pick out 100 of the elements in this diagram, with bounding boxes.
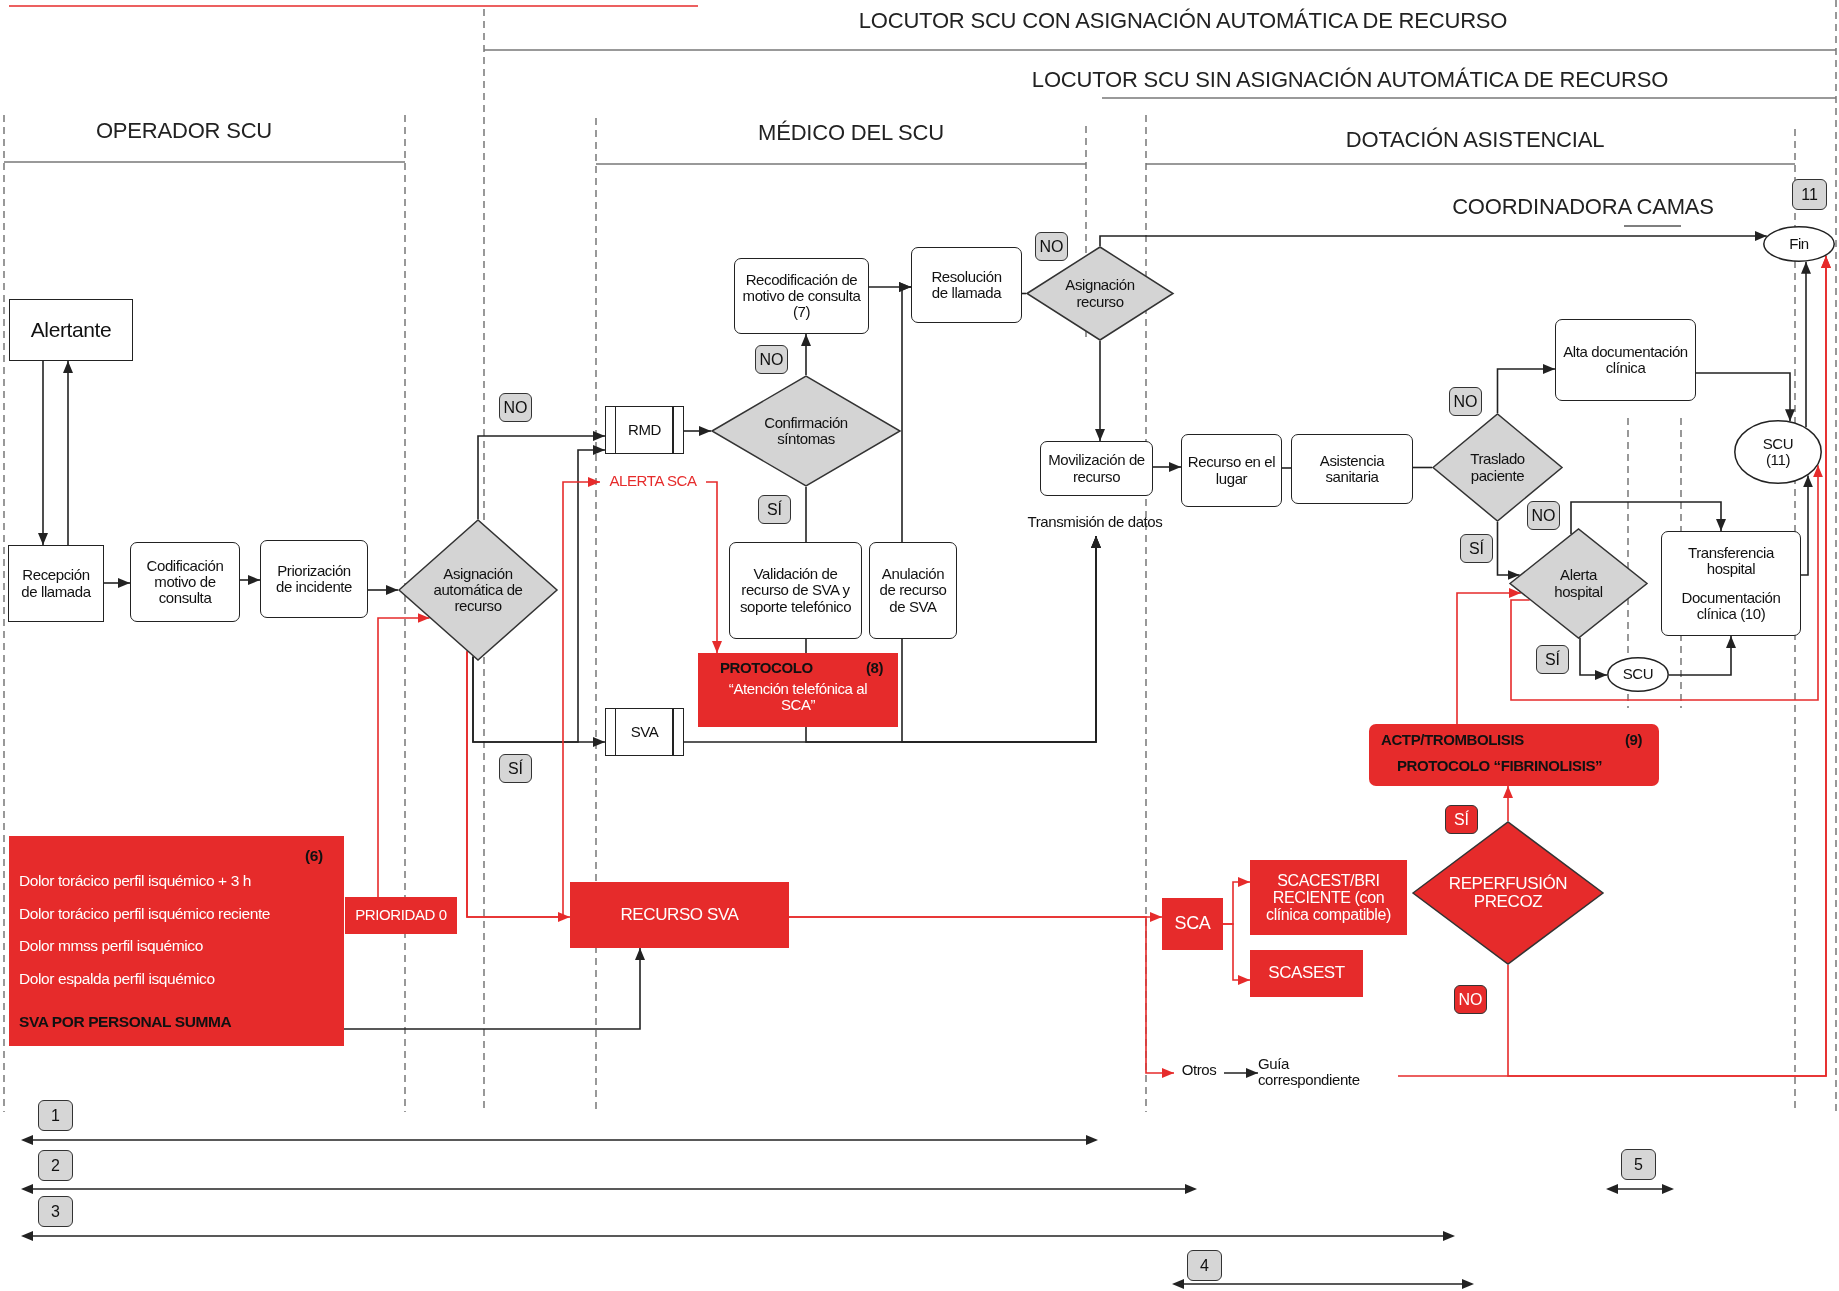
highlight-box <box>570 882 789 948</box>
edge-label: SÍ <box>1536 645 1569 674</box>
highlight-box <box>1369 724 1659 786</box>
box-text: (8) <box>866 660 884 677</box>
box-text: SVA POR PERSONAL SUMMA <box>19 1014 232 1031</box>
connector <box>805 486 807 543</box>
box-text: Resolución de llamada <box>930 268 1003 302</box>
arrow <box>377 613 431 898</box>
arrow <box>683 426 712 436</box>
connector <box>1412 466 1433 469</box>
callout-number: 11 <box>1792 179 1827 210</box>
highlight-box <box>9 836 344 1046</box>
arrow <box>103 578 131 588</box>
arrow <box>899 282 912 543</box>
process-box <box>729 542 862 639</box>
flow-label: Guía correspondiente <box>1258 1056 1378 1098</box>
edge-label: NO <box>1035 232 1068 261</box>
box-text: Recepción de llamada <box>20 567 92 600</box>
flow-label: Transmisión de datos <box>1005 514 1185 536</box>
box-text: Documentación clínica (10) <box>1680 589 1782 622</box>
box-text: Asignación automática de recurso <box>432 565 524 615</box>
box-text: PROTOCOLO “FIBRINOLISIS” <box>1397 758 1603 775</box>
box-text: Dolor torácico perfil isquémico reciente <box>19 906 271 923</box>
arrow <box>1668 635 1736 676</box>
arrow <box>1222 923 1251 985</box>
box-text: SVA <box>630 723 659 741</box>
box-text: Validación de recurso de SVA y soporte telefónico <box>738 566 853 615</box>
arrow <box>343 947 645 1030</box>
arrow <box>1397 255 1831 1077</box>
arrow <box>705 481 722 654</box>
lane-heading: COORDINADORA CAMAS <box>1452 194 1714 220</box>
box-text: SCU (11) <box>1761 435 1795 469</box>
arrow <box>38 360 48 546</box>
arrow <box>239 575 261 585</box>
lane-heading: MÉDICO DEL SCU <box>758 120 944 146</box>
callout-number: 1 <box>38 1100 73 1131</box>
edge-label: SÍ <box>1445 805 1478 834</box>
box-text: SCASEST <box>1268 964 1345 983</box>
lane-heading: DOTACIÓN ASISTENCIAL <box>1345 127 1605 153</box>
box-text: Asistencia sanitaria <box>1318 452 1386 486</box>
box-text: Alertante <box>30 318 112 342</box>
process-box <box>911 247 1022 323</box>
process-box <box>260 540 368 618</box>
process-box <box>1555 319 1696 401</box>
box-text: RECURSO SVA <box>620 905 739 925</box>
highlight-box <box>1250 860 1407 935</box>
box-text: SCU <box>1622 666 1654 683</box>
arrow <box>472 445 606 743</box>
arrow <box>477 431 606 520</box>
arrow <box>1579 637 1608 680</box>
process-box <box>1291 434 1413 504</box>
box-text: Asignación recurso <box>1064 277 1136 310</box>
arrow <box>1456 588 1522 725</box>
process-box <box>9 299 133 361</box>
box-text: (6) <box>305 848 323 865</box>
edge-label: NO <box>755 345 788 374</box>
box-text: SCACEST/BRI RECIENTE (con clínica compatible) <box>1265 871 1392 924</box>
process-box <box>8 545 104 622</box>
box-text: RMD <box>628 421 661 439</box>
edge-label: NO <box>1454 985 1487 1014</box>
edge-label: NO <box>1527 501 1560 530</box>
edge-label: NO <box>499 393 532 422</box>
box-text: Dolor torácico perfil isquémico + 3 h <box>19 873 252 890</box>
arrow <box>367 585 399 595</box>
box-text: Alta documentación clínica <box>1563 343 1688 377</box>
arrow <box>466 477 601 918</box>
lane-heading: LOCUTOR SCU SIN ASIGNACIÓN AUTOMÁTICA DE RECURSO <box>1031 67 1669 93</box>
box-text: Fin <box>1789 235 1809 253</box>
flow-label: ALERTA SCA <box>600 473 706 493</box>
arrow <box>1695 372 1795 422</box>
connector <box>805 638 807 654</box>
box-text: Traslado paciente <box>1469 451 1526 484</box>
process-box <box>734 258 869 334</box>
process-box <box>869 542 957 639</box>
box-text: Dolor mmss perfil isquémico <box>19 938 203 955</box>
callout-number: 5 <box>1621 1149 1656 1180</box>
box-text: Confirmación síntomas <box>763 414 849 448</box>
highlight-box <box>1162 898 1223 950</box>
box-text: Priorización de incidente <box>274 562 354 596</box>
arrow <box>1099 231 1768 247</box>
arrow <box>1496 364 1556 414</box>
box-text: Transferencia hospital <box>1687 545 1776 578</box>
process-box <box>130 542 240 622</box>
callout-number: 2 <box>38 1150 73 1181</box>
connector <box>1021 292 1027 295</box>
arrow <box>1503 785 1513 822</box>
box-text: “Atención telefónica al SCA” <box>727 681 869 714</box>
box-text: Codificación motivo de consulta <box>145 557 225 607</box>
arrow <box>801 333 811 376</box>
edge-label: NO <box>1449 387 1482 416</box>
arrow <box>1152 462 1182 472</box>
callout-number: 3 <box>38 1196 73 1227</box>
box-text: REPERFUSIÓN PRECOZ <box>1447 874 1569 912</box>
arrow <box>1223 1068 1259 1078</box>
highlight-box <box>698 653 898 727</box>
process-box <box>1040 441 1153 496</box>
box-text: PRIORIDAD 0 <box>355 907 447 924</box>
box-text: Alerta hospital <box>1553 567 1604 600</box>
edge-label: SÍ <box>758 495 791 524</box>
arrow <box>1570 501 1726 535</box>
